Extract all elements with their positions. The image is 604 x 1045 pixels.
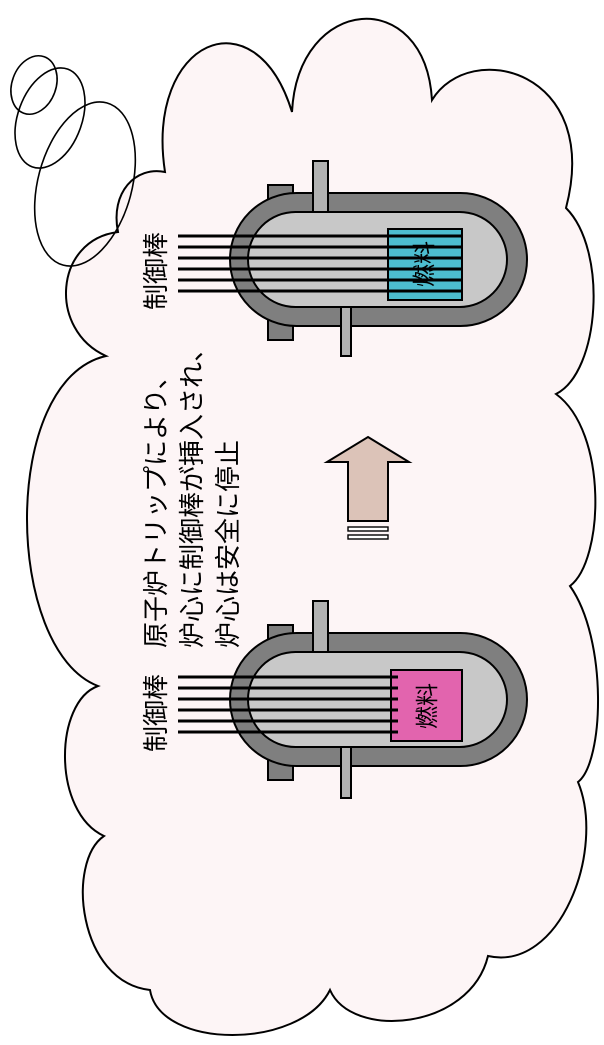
thought-bubble-small xyxy=(10,55,58,115)
control-rod-label: 制御棒 xyxy=(142,674,172,752)
thought-bubble-medium xyxy=(14,67,86,169)
transition-arrow xyxy=(323,435,413,540)
caption-line-2: 炉心に制御棒が挿入され、 xyxy=(178,336,208,648)
outlet-nozzle xyxy=(312,160,329,218)
fuel-core xyxy=(390,669,463,742)
up-arrow-icon xyxy=(323,435,413,522)
caption-line-3: 炉心は安全に停止 xyxy=(214,440,244,648)
thought-bubbles xyxy=(10,55,137,267)
caption-line-1: 原子炉トリップにより、 xyxy=(142,364,172,648)
control-rod-label: 制御棒 xyxy=(142,232,172,310)
arrow-tail-bar xyxy=(347,526,389,532)
control-rods xyxy=(178,234,462,293)
arrow-tail-bar xyxy=(347,534,389,540)
fuel-label: 燃料 xyxy=(415,683,441,729)
fuel-core xyxy=(387,228,463,301)
thought-bubble-large xyxy=(33,101,137,267)
control-rods xyxy=(178,675,398,734)
reactor-before-trip: 燃料 制御棒 xyxy=(142,600,528,799)
outlet-nozzle xyxy=(312,600,329,658)
reactor-after-trip: 燃料 制御棒 xyxy=(142,160,528,357)
inlet-nozzle xyxy=(340,301,352,357)
inlet-nozzle xyxy=(340,741,352,799)
fuel-label: 燃料 xyxy=(412,241,438,287)
caption: 原子炉トリップにより、 炉心に制御棒が挿入され、 炉心は安全に停止 xyxy=(142,336,244,648)
